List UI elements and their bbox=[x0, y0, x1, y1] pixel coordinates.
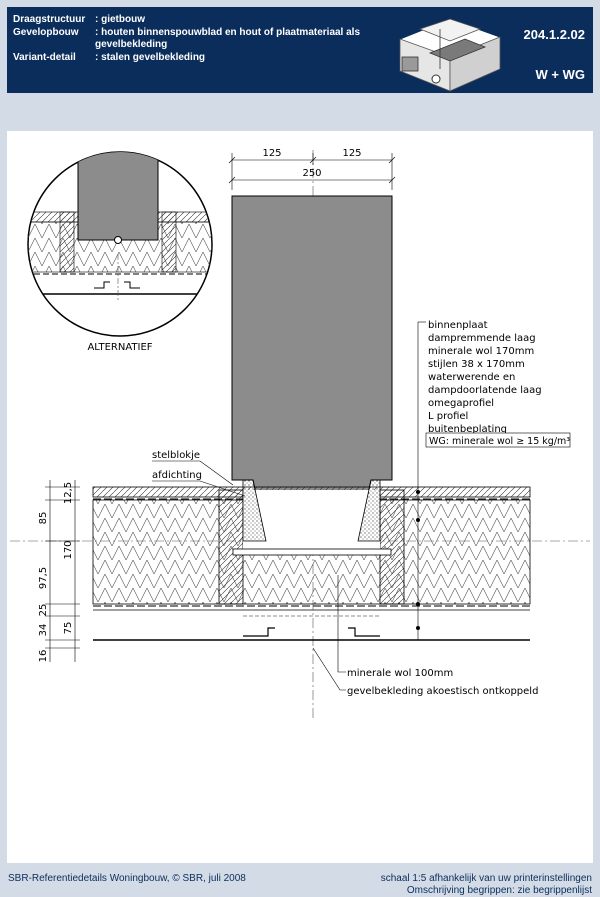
variant-code: W + WG bbox=[535, 67, 585, 82]
omega-profile-left bbox=[243, 627, 275, 637]
dim-25: 25 bbox=[38, 604, 49, 617]
stelblokje-plate bbox=[232, 548, 392, 556]
wg-note-box bbox=[425, 432, 571, 448]
legend-item: stijlen 38 x 170mm bbox=[428, 359, 525, 370]
footer-copyright: SBR-Referentiedetails Woningbouw, © SBR,… bbox=[8, 873, 246, 884]
dim-97-5: 97,5 bbox=[38, 567, 49, 589]
label-variant-detail: Variant-detail bbox=[13, 52, 76, 63]
label-draagstructuur: Draagstructuur bbox=[13, 14, 86, 25]
legend-item: dampdoorlatende laag bbox=[428, 385, 542, 396]
dim-170: 170 bbox=[63, 540, 74, 559]
seal-right bbox=[357, 479, 381, 542]
label-alternatief: ALTERNATIEF bbox=[87, 342, 152, 353]
dim-total-250: 250 bbox=[302, 168, 321, 179]
left-dimensions bbox=[45, 480, 80, 662]
value-variant-detail: : stalen gevelbekleding bbox=[95, 52, 206, 63]
dim-12-5: 12,5 bbox=[63, 482, 74, 504]
legend-item: L profiel bbox=[428, 411, 468, 422]
building-thumbnail-icon bbox=[399, 18, 501, 92]
legend-item: binnenplaat bbox=[428, 320, 488, 331]
detail-code: 204.1.2.02 bbox=[523, 27, 585, 42]
label-minerale-wol: minerale wol 100mm bbox=[347, 668, 453, 679]
value-gevelopbouw: : houten binnenspouwblad en hout of plaa… bbox=[95, 27, 361, 50]
legend-item: waterwerende en bbox=[428, 372, 515, 383]
label-wg-note: WG: minerale wol ≥ 15 kg/m³ bbox=[429, 436, 570, 447]
section-drawing: 125 125 250 bbox=[10, 148, 590, 720]
label-gevelopbouw: Gevelopbouw bbox=[13, 27, 79, 38]
omega-profile-right bbox=[348, 627, 380, 637]
label-gevelbekleding: gevelbekleding akoestisch ontkoppeld bbox=[347, 686, 538, 697]
legend-item: dampremmende laag bbox=[428, 333, 536, 344]
dim-right-125: 125 bbox=[342, 148, 361, 159]
dim-left-125: 125 bbox=[262, 148, 281, 159]
dim-85: 85 bbox=[38, 512, 49, 525]
stud-left bbox=[218, 489, 244, 605]
footer-scale-note: schaal 1:5 afhankelijk van uw printerins… bbox=[380, 873, 592, 884]
footer-glossary-note: Omschrijving begrippen: zie begrippenlij… bbox=[406, 885, 592, 896]
seal-left bbox=[242, 479, 267, 542]
stud-right bbox=[379, 489, 405, 605]
legend-item: omegaprofiel bbox=[428, 398, 494, 409]
legend: binnenplaat dampremmende laag minerale w… bbox=[416, 320, 571, 640]
legend-item: minerale wol 170mm bbox=[428, 346, 534, 357]
label-stelblokje: stelblokje bbox=[152, 450, 200, 461]
top-dimensions bbox=[228, 153, 396, 190]
label-afdichting: afdichting bbox=[152, 470, 202, 481]
drawing-sheet: 125 125 250 bbox=[7, 131, 593, 863]
value-draagstructuur: : gietbouw bbox=[95, 14, 145, 25]
legend-item: buitenbeplating bbox=[428, 424, 507, 435]
header-bar: Draagstructuur : gietbouw Gevelopbouw : … bbox=[7, 7, 593, 93]
dim-34: 34 bbox=[38, 624, 49, 637]
dim-75: 75 bbox=[63, 622, 74, 635]
dim-16: 16 bbox=[38, 650, 49, 663]
alternatief-detail bbox=[27, 151, 213, 337]
